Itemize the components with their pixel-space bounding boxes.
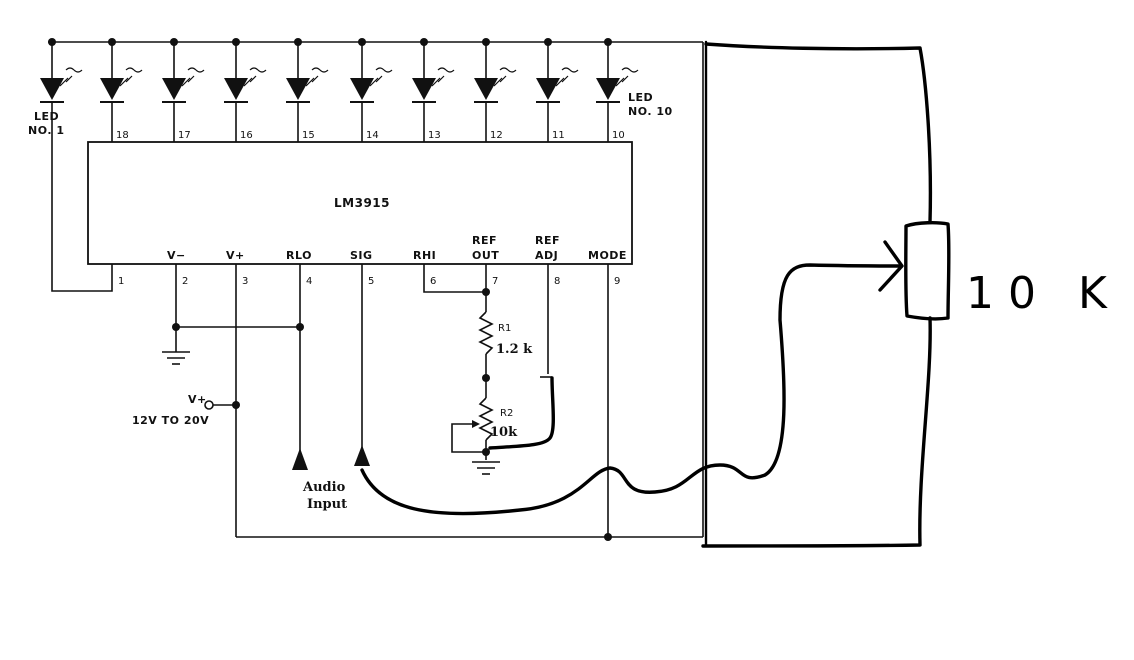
ground-symbol-right: [472, 461, 500, 475]
pin-label-ref-out-1: REF: [472, 234, 497, 247]
bottom-pin-number: 6: [430, 276, 436, 287]
top-pin-number: 10: [612, 130, 625, 141]
led10-label-2: NO. 10: [628, 105, 673, 118]
audio-input-label-2: Input: [307, 497, 347, 512]
bottom-pin-numbers: 1 2 3 4 5 6 7 8 9: [118, 276, 620, 287]
hand-wiper-arrowhead: [878, 240, 904, 292]
pin-label-r-lo: RLO: [286, 249, 312, 262]
junction-dot: [482, 448, 490, 456]
top-pin-number: 15: [302, 130, 315, 141]
led-diode: [350, 38, 393, 142]
pin-label-r-hi: RHI: [413, 249, 436, 262]
ic-body: [87, 141, 633, 265]
led-diode: [224, 38, 267, 142]
led-diode: [474, 38, 517, 142]
led1-label-2: NO. 1: [28, 124, 64, 137]
pin-label-ref-adj-1: REF: [535, 234, 560, 247]
ground-symbol-left: [162, 351, 190, 365]
junction-dot: [482, 374, 490, 382]
hand-wire-refadj: [488, 376, 555, 450]
bottom-pin-number: 7: [492, 276, 498, 287]
led-diode: [40, 38, 83, 108]
pin-label-ref-out-2: OUT: [472, 249, 499, 262]
sig-input-arrow: [354, 445, 370, 466]
hand-wire-pot-bottom: [701, 316, 932, 548]
junction-dot: [604, 533, 612, 541]
r2-name: R2: [500, 408, 513, 419]
led10-label-1: LED: [628, 91, 653, 104]
top-pin-number: 11: [552, 130, 565, 141]
audio-input-arrow: [292, 448, 308, 470]
led-diode: [162, 38, 205, 142]
r1-value: 1.2 k: [496, 342, 533, 357]
junction-dot: [232, 401, 240, 409]
audio-input-label-1: Audio: [302, 480, 346, 495]
hand-potentiometer-body: [904, 220, 951, 321]
led-array: [40, 38, 639, 142]
pin-label-ref-adj-2: ADJ: [535, 249, 558, 262]
bottom-pin-number: 2: [182, 276, 188, 287]
bottom-pin-number: 5: [368, 276, 374, 287]
junction-dot: [172, 323, 180, 331]
top-pin-number: 18: [116, 130, 129, 141]
rhi-refout-link: [423, 264, 486, 293]
pin-label-sig: SIG: [350, 249, 373, 262]
led-diode: [536, 38, 579, 142]
led-diode: [286, 38, 329, 142]
top-pin-number: 14: [366, 130, 379, 141]
top-pin-numbers: 18 17 16 15 14 13 12 11 10: [116, 130, 625, 141]
r2-resistor: [478, 397, 494, 441]
top-pin-number: 13: [428, 130, 441, 141]
led1-label-1: LED: [34, 110, 59, 123]
bottom-pin-number: 3: [242, 276, 248, 287]
bottom-pin-number: 9: [614, 276, 620, 287]
pin-label-v-plus: V+: [226, 249, 245, 262]
vplus-label: V+: [188, 393, 207, 406]
top-pin-number: 16: [240, 130, 253, 141]
bottom-pin-number: 4: [306, 276, 312, 287]
led1-to-pin1-wire: [51, 108, 113, 292]
hand-wire-pot-top: [704, 42, 933, 224]
junction-dot: [482, 288, 490, 296]
led-diode: [596, 38, 639, 142]
pin-label-mode: MODE: [588, 249, 627, 262]
top-pin-number: 12: [490, 130, 503, 141]
r1-resistor: [478, 311, 494, 355]
pin-label-v-minus: V−: [167, 249, 186, 262]
vplus-terminal: [204, 400, 214, 410]
top-pin-number: 17: [178, 130, 191, 141]
r1-name: R1: [498, 323, 511, 334]
r2-wiper: [451, 423, 486, 453]
bottom-pin-number: 1: [118, 276, 124, 287]
led-diode: [100, 38, 143, 142]
bottom-pin-number: 8: [554, 276, 560, 287]
supply-range-label: 12V TO 20V: [132, 414, 209, 427]
r2-value: 10k: [490, 425, 518, 440]
r2-wiper-arrow: [472, 420, 480, 428]
ic-name: LM3915: [334, 196, 390, 210]
pot-value-label: 10 K: [966, 268, 1121, 319]
hand-wire-sig-to-wiper: [360, 263, 902, 516]
led-diode: [412, 38, 455, 142]
